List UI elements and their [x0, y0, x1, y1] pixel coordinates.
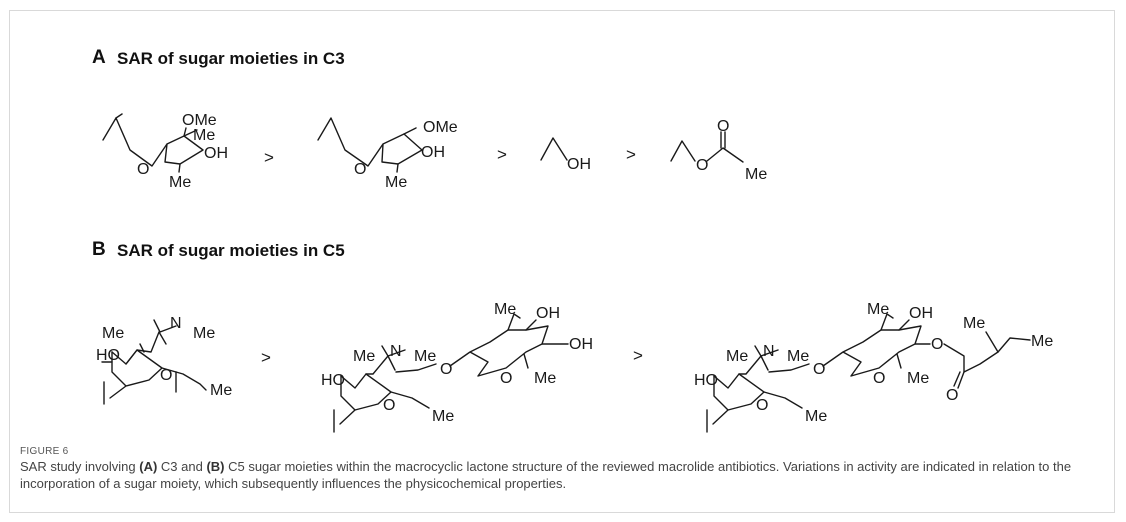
a1-ome-label: OMe [182, 112, 217, 129]
a4-me-label: Me [745, 166, 767, 183]
b2-oh-right-label: OH [569, 336, 593, 353]
b2-n-label: N [390, 343, 402, 360]
a4-ester-o-label: O [696, 157, 708, 174]
caption-ref-a: (A) [139, 459, 158, 474]
sar-scheme-diagram: OMe Me OH O Me > OMe OH O Me > OH > O O … [96, 112, 1053, 433]
caption-text-3: C5 sugar moieties within the macrocyclic… [20, 459, 1072, 491]
b3-me-iso1-label: Me [963, 315, 985, 332]
b3-me-bottom-label: Me [805, 408, 827, 425]
b3-me-right-label: Me [787, 348, 809, 365]
b2-link-o-label: O [440, 361, 452, 378]
b2-me-right-label: Me [414, 348, 436, 365]
a1-ring-o-label: O [137, 161, 149, 178]
b2-ho-label: HO [321, 372, 345, 389]
b3-n-label: N [763, 343, 775, 360]
panel-b-compound-3: Me N Me HO O Me O Me OH O Me O O Me Me [694, 301, 1053, 433]
b2-oh-top-label: OH [536, 305, 560, 322]
caption-ref-b: (B) [206, 459, 225, 474]
b3-me-right2-label: Me [907, 370, 929, 387]
b2-me-left-label: Me [353, 348, 375, 365]
panel-b-letter: B [92, 239, 106, 260]
panel-a-title: SAR of sugar moieties in C3 [117, 49, 345, 68]
b-comparator-1: > [261, 348, 271, 367]
a4-carbonyl-o-label: O [717, 118, 729, 135]
b3-ho-label: HO [694, 372, 718, 389]
b3-me-iso2-label: Me [1031, 333, 1053, 350]
panel-b-compound-2: Me N Me HO O Me O Me OH OH O Me [321, 301, 593, 433]
b1-ho-label: HO [96, 347, 120, 364]
a-comparator-2: > [497, 145, 507, 164]
panel-a-letter: A [92, 47, 106, 68]
a3-oh-label: OH [567, 156, 591, 173]
b1-ring-o-label: O [160, 367, 172, 384]
panel-a-compound-2: OMe OH O Me [317, 117, 458, 191]
b3-ring2-o-label: O [873, 370, 885, 387]
b3-me-left-label: Me [726, 348, 748, 365]
a2-ome-label: OMe [423, 119, 458, 136]
b2-me-top-label: Me [494, 301, 516, 318]
a2-me-bottom-label: Me [385, 174, 407, 191]
b2-me-right2-label: Me [534, 370, 556, 387]
b2-ring2-o-label: O [500, 370, 512, 387]
figure-caption: SAR study involving (A) C3 and (B) C5 su… [20, 458, 1100, 492]
b3-oh-top-label: OH [909, 305, 933, 322]
b2-ring-o-label: O [383, 397, 395, 414]
a1-oh-label: OH [204, 145, 228, 162]
panel-b-compound-1: Me N Me HO O Me [96, 315, 232, 405]
a2-ring-o-label: O [354, 161, 366, 178]
a1-me-top-label: Me [193, 127, 215, 144]
b3-ring-o-label: O [756, 397, 768, 414]
b3-link-o-label: O [813, 361, 825, 378]
a2-oh-label: OH [421, 144, 445, 161]
b3-carbonyl-o-label: O [946, 387, 958, 404]
b1-me-right-label: Me [193, 325, 215, 342]
caption-text-1: SAR study involving [20, 459, 140, 474]
b1-me-bottom-label: Me [210, 382, 232, 399]
b3-ester-o-label: O [931, 336, 943, 353]
a-comparator-3: > [626, 145, 636, 164]
caption-text-2: C3 and [157, 459, 207, 474]
b-comparator-2: > [633, 346, 643, 365]
panel-b-title: SAR of sugar moieties in C5 [117, 241, 345, 260]
figure-label: FIGURE 6 [20, 446, 69, 457]
panel-a-compound-1: OMe Me OH O Me [102, 112, 228, 191]
a-comparator-1: > [264, 148, 274, 167]
b1-me-left-label: Me [102, 325, 124, 342]
panel-a-compound-4: O O Me [670, 118, 767, 183]
b2-me-bottom-label: Me [432, 408, 454, 425]
panel-a-compound-3: OH [540, 137, 591, 173]
figure-frame [9, 10, 1115, 513]
b3-me-top-label: Me [867, 301, 889, 318]
a1-me-bottom-label: Me [169, 174, 191, 191]
b1-n-label: N [170, 315, 182, 332]
